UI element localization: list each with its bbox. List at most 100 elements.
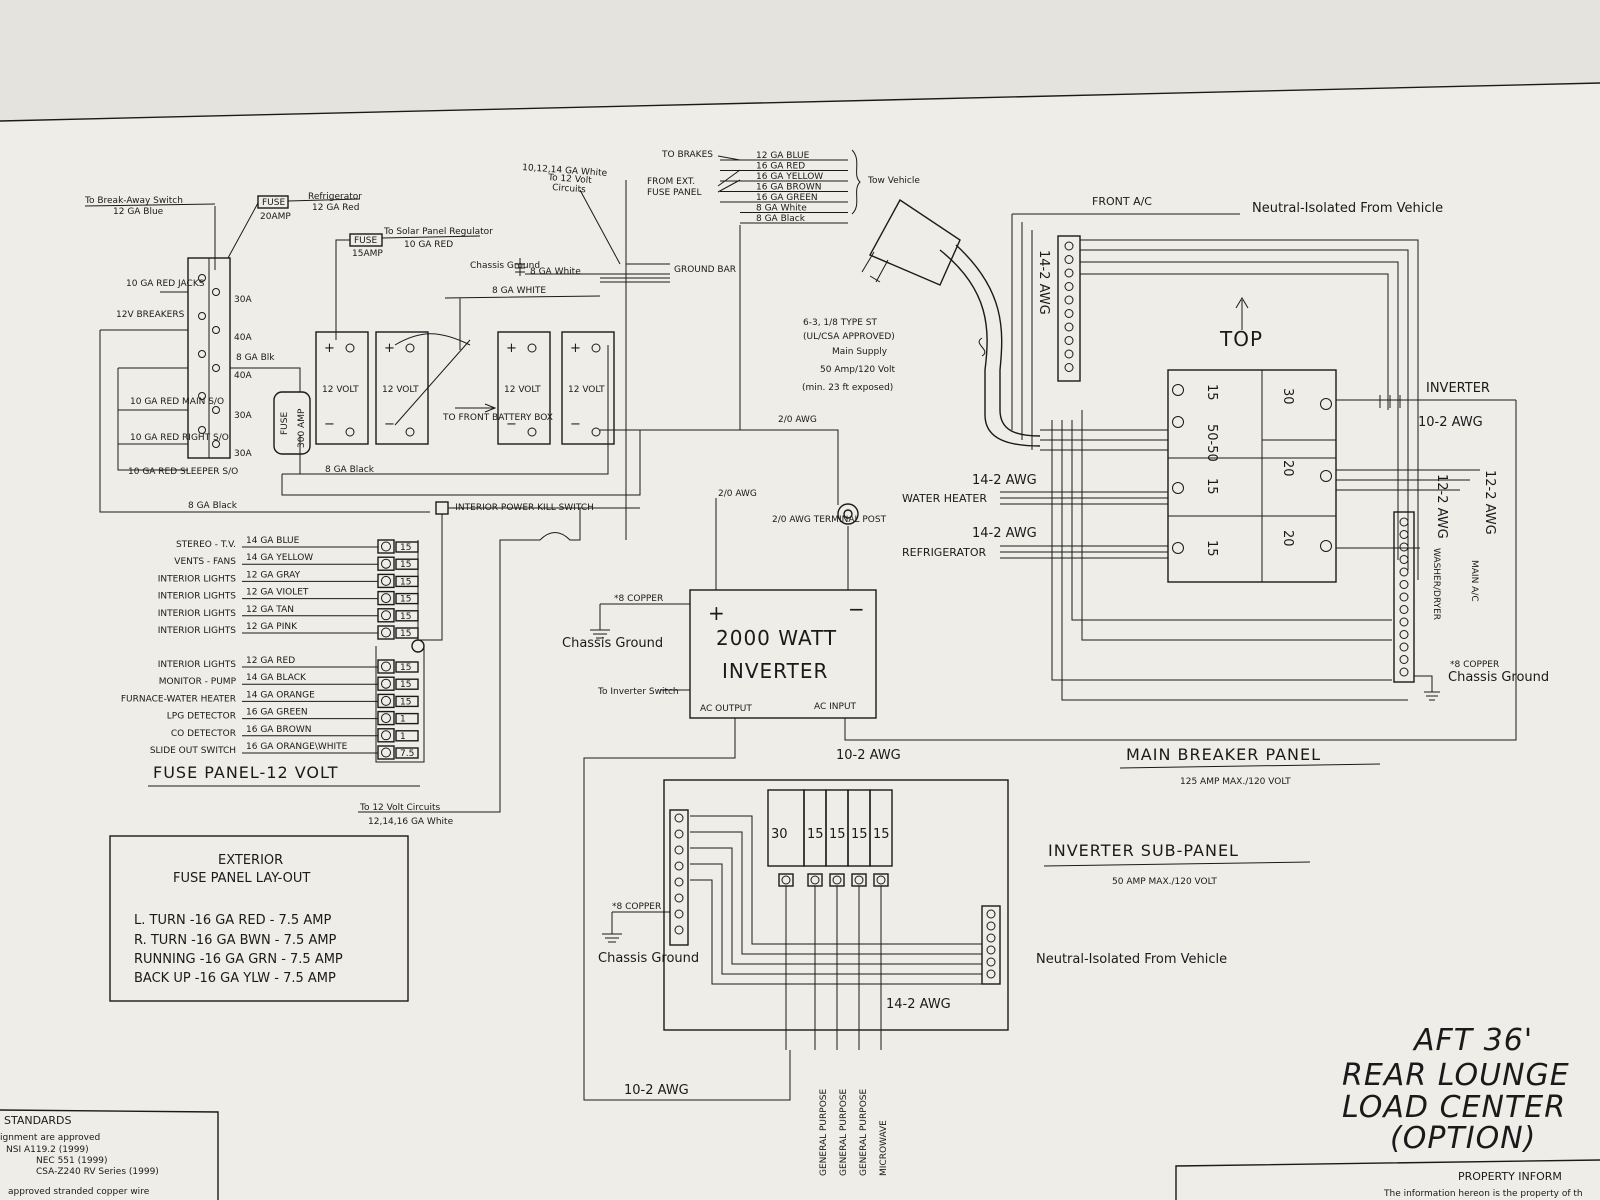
inverter-copper-label: *8 COPPER — [614, 594, 663, 604]
battery-wiring: 8 GA WHITE TO FRONT BATTERY BOX 8 GA Bla… — [188, 286, 839, 641]
breaker-terminal — [212, 326, 220, 334]
top-indicator-label: TOP — [1219, 327, 1263, 351]
neutral-screw — [1399, 667, 1409, 677]
main-copper-label: *8 COPPER — [1450, 660, 1499, 670]
supply-line-4: 50 Amp/120 Volt — [820, 365, 895, 375]
main-supply-cord: 6-3, 1/8 TYPE ST (UL/CSA APPROVED) Main … — [802, 198, 1041, 447]
sub-copper-label: *8 COPPER — [612, 902, 661, 912]
sub-breaker-value: 15 — [807, 827, 824, 842]
fuse-amp-label: 15 — [400, 577, 411, 587]
breaker-terminal — [198, 312, 206, 320]
sub-neutral-screw — [674, 877, 684, 887]
fuse-circuit-name: FURNACE-WATER HEATER — [121, 694, 236, 704]
battery-minus: − — [506, 417, 517, 432]
standards-line-1: ignment are approved — [0, 1133, 100, 1143]
fuse-amp-label: 15 — [400, 543, 411, 553]
refrigerator-ac-label: REFRIGERATOR — [902, 546, 987, 559]
sub-chassis-ground: Chassis Ground — [598, 951, 699, 966]
main-breaker-right-value: 20 — [1280, 530, 1295, 547]
terminal-screw — [1064, 309, 1074, 318]
refrigerator-awg-label: 14-2 AWG — [972, 526, 1037, 541]
property-note: The information hereon is the property o… — [1383, 1189, 1583, 1199]
fuse-wire-label: 12 GA TAN — [246, 605, 294, 615]
solar-wire-label: 10 GA RED — [404, 240, 453, 250]
fuse-circuit-name: MONITOR - PUMP — [159, 677, 237, 687]
tow-wire-label: 16 GA GREEN — [756, 193, 818, 203]
fuse-circuit-name: LPG DETECTOR — [167, 712, 236, 722]
fuse-amp-label: 15 — [400, 663, 411, 673]
sub-neutral-screw — [674, 925, 684, 935]
main-panel-title: MAIN BREAKER PANEL — [1126, 745, 1321, 764]
exterior-fuse-box: EXTERIOR FUSE PANEL LAY-OUT L. TURN -16 … — [109, 835, 409, 1002]
main-breaker-left-value: 15 — [1204, 384, 1219, 401]
terminal-post — [837, 503, 859, 525]
fuse-20-rating: 20AMP — [260, 212, 291, 222]
title-line-4: (OPTION) — [1390, 1121, 1536, 1156]
battery-label: 12 VOLT — [382, 385, 419, 395]
main-awg-102: 10-2 AWG — [1418, 415, 1483, 430]
eight-white-label: 8 GA White — [530, 267, 581, 277]
terminal-screw — [1064, 268, 1074, 278]
fuse-circuit-name: VENTS - FANS — [174, 557, 236, 567]
fuse-panel-ext-label: FUSE PANEL — [647, 188, 701, 198]
front-ac-label: FRONT A/C — [1092, 195, 1152, 208]
terminal-screw — [1064, 322, 1074, 332]
main-breaker-panel: FRONT A/C Neutral-Isolated From Vehicle … — [902, 195, 1549, 787]
tow-wire-label: 12 GA BLUE — [756, 151, 810, 161]
fuse-amp-label: 1 — [400, 732, 406, 742]
neutral-screw — [1399, 617, 1409, 627]
to-12v-label: To 12 Volt Circuits — [359, 803, 440, 813]
to-brakes-label: TO BRAKES — [661, 150, 713, 160]
fuse-circuit-name: INTERIOR LIGHTS — [158, 609, 237, 619]
sub-breaker-value: 15 — [829, 827, 846, 842]
main-breaker-right-value: 30 — [1280, 388, 1295, 405]
solar-label: To Solar Panel Regulator — [383, 227, 493, 237]
neutral-screw — [1399, 580, 1409, 589]
break-away-wire-label: 12 GA Blue — [113, 207, 164, 217]
sub-neutral-screw — [674, 829, 684, 839]
water-awg-label: 14-2 AWG — [972, 473, 1037, 488]
battery-label: 12 VOLT — [568, 385, 605, 395]
water-heater-label: WATER HEATER — [902, 492, 987, 505]
from-ext-label: FROM EXT. — [647, 177, 695, 187]
battery-12-volt: +−12 VOLT — [315, 331, 369, 445]
fuse-300-label: FUSE — [280, 412, 290, 435]
plug-head — [869, 198, 961, 286]
fuse-amp-label: 15 — [400, 560, 411, 570]
fuse-15-label: FUSE — [354, 236, 377, 246]
amp-40a-1: 40A — [234, 333, 252, 343]
tow-wire-label: 16 GA YELLOW — [756, 172, 823, 182]
fuse-15-rating: 15AMP — [352, 249, 383, 259]
fuse-circuit-name: INTERIOR LIGHTS — [158, 574, 237, 584]
fuse-wire-label: 12 GA PINK — [246, 622, 298, 632]
sub-awg-label: 14-2 AWG — [886, 997, 951, 1012]
fuse-wire-label: 12 GA GRAY — [246, 570, 301, 580]
fuse-circuit-name: CO DETECTOR — [171, 729, 236, 739]
sub-panel-rating: 50 AMP MAX./120 VOLT — [1112, 877, 1217, 887]
title-line-1: AFT 36' — [1412, 1023, 1533, 1058]
breaker-terminal — [198, 274, 206, 282]
fuse-wire-label: 16 GA ORANGE\WHITE — [246, 742, 348, 752]
neutral-screw — [1399, 517, 1409, 527]
fuse-circuit-name: INTERIOR LIGHTS — [158, 660, 237, 670]
neutral-screw — [1399, 592, 1409, 602]
main-panel-rating: 125 AMP MAX./120 VOLT — [1180, 777, 1291, 787]
neutral-screw — [1399, 567, 1409, 577]
exterior-title-2: FUSE PANEL LAY-OUT — [173, 871, 310, 886]
main-neutral-label: Neutral-Isolated From Vehicle — [1252, 201, 1443, 216]
eight-blk-label: 8 GA Blk — [236, 353, 275, 363]
supply-line-2: (UL/CSA APPROVED) — [803, 332, 895, 342]
standards-line-5: approved stranded copper wire — [8, 1187, 150, 1197]
terminal-post-label: 2/0 AWG TERMINAL POST — [772, 515, 887, 525]
neutral-screw — [1399, 642, 1409, 652]
sub-neutral-screw — [674, 861, 684, 871]
inverter-line-2: INVERTER — [722, 659, 828, 683]
supply-line-5: (min. 23 ft exposed) — [802, 383, 893, 393]
inverter-chassis-ground: Chassis Ground — [562, 636, 663, 651]
neutral-screw — [1399, 605, 1409, 614]
